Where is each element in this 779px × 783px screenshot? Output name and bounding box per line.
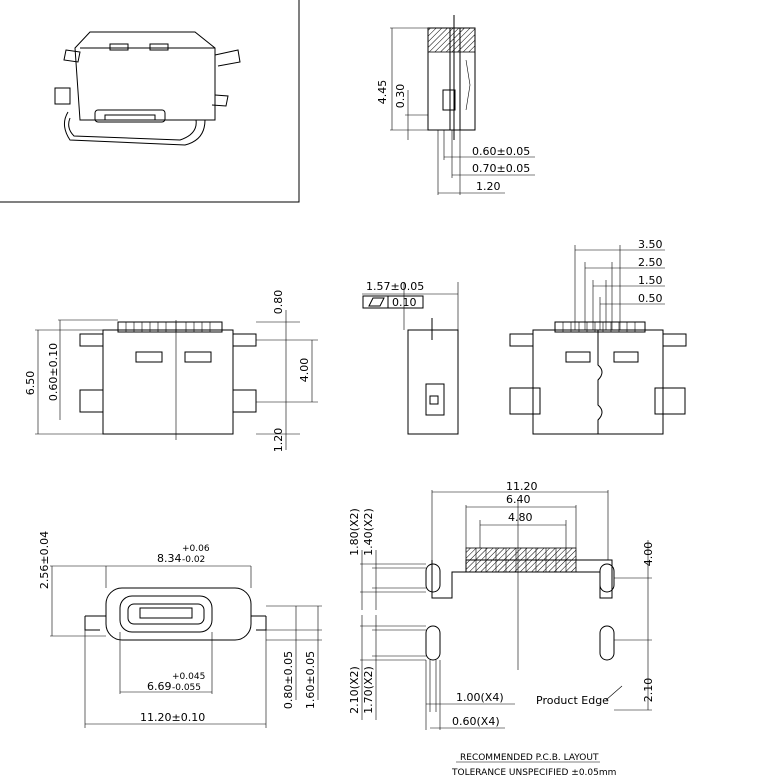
top-view [35,310,318,450]
signal-pads [465,547,577,573]
bottom-dim-350-label: 3.50 [638,238,663,251]
bottom-dim-050-label: 0.50 [638,292,663,305]
mounting-slot-bottom-left [425,625,441,661]
section-dim-c-label: 1.20 [476,180,501,193]
bottom-dim-250-label: 2.50 [638,256,663,269]
mounting-slot-bottom-right [599,625,615,661]
side-view [362,282,459,435]
front-outer-upper-tol-label: +0.06 [182,544,210,554]
pcb-dim-210-left-label: 2.10(X2) [348,666,361,714]
pcb-dim-060-label: 0.60(X4) [452,715,500,728]
front-dim-b-label: 1.60±0.05 [304,651,317,709]
pcb-dim-400-label: 4.00 [642,542,655,567]
front-height-label: 2.56±0.04 [38,531,51,589]
pcb-width-label: 11.20 [506,480,538,493]
pcb-dim-140-label: 1.40(X2) [362,508,375,556]
front-width-label: 11.20±0.10 [140,711,205,724]
mounting-slot-top-left [425,563,441,593]
top-offset-label: 0.60±0.10 [47,343,60,401]
section-dim-b-label: 0.70±0.05 [472,162,530,175]
pcb-dim-180-label: 1.80(X2) [348,508,361,556]
side-depth-label: 1.57±0.05 [366,280,424,293]
pcb-tolerance-label: TOLERANCE UNSPECIFIED ±0.05mm [451,768,616,778]
pcb-dim-480-label: 4.80 [508,511,533,524]
housing-section [427,27,476,53]
section-height-label: 4.45 [376,80,389,105]
top-dim-mid-label: 4.00 [298,358,311,383]
front-inner-lower-tol-label: -0.055 [172,683,201,693]
bottom-view [509,245,687,435]
top-total-height-label: 6.50 [24,371,37,396]
front-view [50,565,322,728]
side-section-view [390,15,535,195]
flatness-frame [362,295,424,309]
product-edge-label: Product Edge [536,694,609,707]
top-dim-bottom-label: 1.20 [272,428,285,453]
top-dim-top-label: 0.80 [272,290,285,315]
pcb-dim-210-right-label: 2.10 [642,678,655,703]
bottom-dim-150-label: 1.50 [638,274,663,287]
front-inner-nominal-label: 6.69 [147,680,172,693]
front-dim-a-label: 0.80±0.05 [282,651,295,709]
pcb-layout [360,490,652,763]
front-outer-lower-tol-label: -0.02 [182,555,205,565]
front-inner-upper-tol-label: +0.045 [172,672,205,682]
section-inner-label: 0.30 [394,84,407,109]
pcb-dim-640-label: 6.40 [506,493,531,506]
connector-3d-sketch [54,31,241,146]
front-outer-nominal-label: 8.34 [157,552,182,565]
pcb-dim-170-label: 1.70(X2) [362,666,375,714]
top-pins [117,321,223,333]
flatness-icon [368,297,385,307]
pcb-title-label: RECOMMENDED P.C.B. LAYOUT [460,753,599,763]
isometric-view [0,0,300,203]
isometric-frame [0,0,300,203]
flatness-value-label: 0.10 [392,296,417,309]
section-dim-a-label: 0.60±0.05 [472,145,530,158]
pcb-dim-100-label: 1.00(X4) [456,691,504,704]
